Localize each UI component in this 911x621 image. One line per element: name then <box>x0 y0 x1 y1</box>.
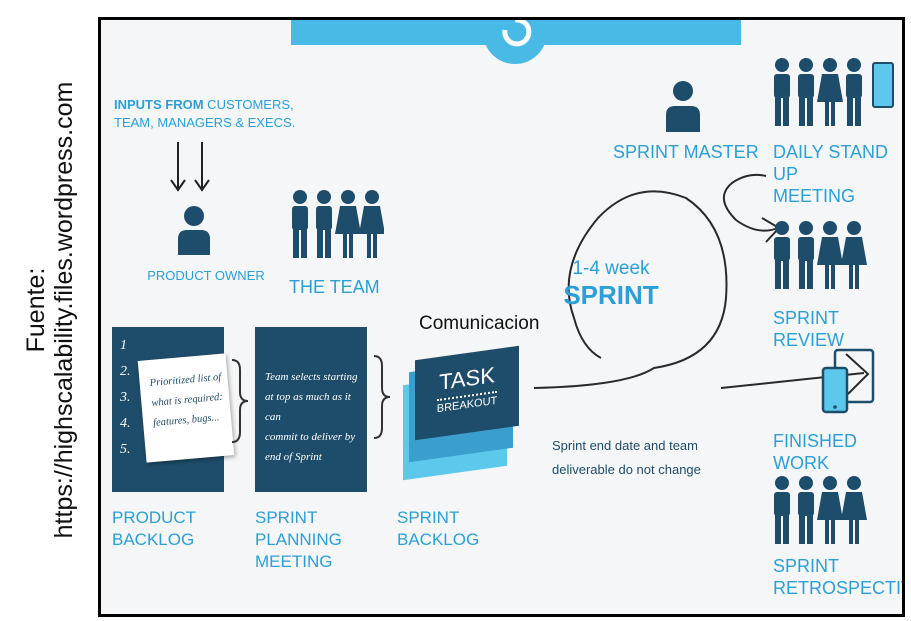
sprint-planning-label: SPRINT PLANNING MEETING <box>255 507 375 573</box>
sprint-review-label: SPRINT REVIEW <box>773 308 845 350</box>
label-line: SPRINT <box>773 556 840 576</box>
credit-url: https://highscalability.files.wordpress.… <box>50 81 78 539</box>
end-note-line: Sprint end date and team <box>552 438 698 453</box>
product-owner-icon <box>178 206 210 255</box>
planning-line: end of Sprint <box>265 451 322 463</box>
comunicacion-label: Comunicacion <box>419 313 540 334</box>
label-line: PLANNING <box>255 530 342 549</box>
label-line: PRODUCT <box>112 508 197 527</box>
retrospective-label: SPRINT RETROSPECTIVE <box>773 555 902 599</box>
sprint-end-note: Sprint end date and team deliverable do … <box>552 434 752 482</box>
backlog-note: Prioritized list of what is required: fe… <box>137 353 235 463</box>
team-tablet-icon <box>774 58 894 126</box>
task-title: TASK <box>439 362 495 395</box>
label-line: SPRINT <box>397 508 460 527</box>
label-line: SPRINT <box>255 508 318 527</box>
label-line: BACKLOG <box>397 530 480 549</box>
source-credit: Fuente: https://highscalability.files.wo… <box>0 0 100 621</box>
sprint-weeks: 1-4 week <box>572 258 650 279</box>
end-note-line: deliverable do not change <box>552 462 701 477</box>
sprint-master-label: SPRINT MASTER <box>613 142 759 162</box>
retro-team-icon <box>774 476 867 544</box>
planning-line: commit to deliver by <box>265 431 356 443</box>
down-arrows-icon <box>170 142 210 192</box>
label-line: RETROSPECTIVE <box>773 578 902 598</box>
brace-icon <box>373 355 391 439</box>
credit-label: Fuente: <box>22 267 50 353</box>
team-icon <box>292 190 384 258</box>
review-team-icon <box>774 221 867 289</box>
backlog-numbers: 1 2. 3. 4. 5. <box>120 333 131 463</box>
label-line: MEETING <box>773 186 856 206</box>
backlog-number: 3. <box>120 390 131 405</box>
product-backlog-card: 1 2. 3. 4. 5. Prioritized list of what i… <box>112 327 235 492</box>
cycle-icon <box>483 20 547 64</box>
product-owner-label: PRODUCT OWNER <box>147 268 265 283</box>
inputs-bold: INPUTS FROM <box>114 97 204 112</box>
sprint-loop-icon <box>533 173 870 395</box>
infographic-frame: INPUTS FROM CUSTOMERS, TEAM, MANAGERS & … <box>98 17 905 617</box>
daily-standup-label: DAILY STAND UP MEETING <box>773 141 902 207</box>
inputs-line2: TEAM, MANAGERS & EXECS. <box>114 115 296 130</box>
planning-line: at top as much as it can <box>265 391 351 423</box>
product-backlog-label: PRODUCT BACKLOG <box>112 507 232 551</box>
team-label: THE TEAM <box>289 277 380 297</box>
planning-line: Team selects starting <box>265 371 358 383</box>
scrum-infographic: INPUTS FROM CUSTOMERS, TEAM, MANAGERS & … <box>101 20 902 614</box>
devices-icon <box>821 348 875 414</box>
inputs-rest: CUSTOMERS, <box>203 97 294 112</box>
label-line: MEETING <box>255 552 333 571</box>
backlog-number: 4. <box>120 416 131 431</box>
sprint-backlog-label: SPRINT BACKLOG <box>397 507 517 551</box>
task-card: TASK BREAKOUT <box>415 345 519 441</box>
backlog-number: 2. <box>120 364 131 379</box>
inputs-text: INPUTS FROM CUSTOMERS, TEAM, MANAGERS & … <box>114 96 314 132</box>
finished-work-label: FINISHED WORK <box>773 431 858 473</box>
backlog-number: 5. <box>120 442 131 457</box>
sprint-master-icon <box>666 81 700 132</box>
backlog-number: 1 <box>120 338 127 353</box>
label-line: DAILY STAND UP <box>773 142 889 184</box>
label-line: BACKLOG <box>112 530 195 549</box>
brace-icon <box>231 359 249 443</box>
sprint-label: SPRINT <box>563 280 659 310</box>
sprint-planning-card: Team selects starting at top as much as … <box>255 327 367 492</box>
